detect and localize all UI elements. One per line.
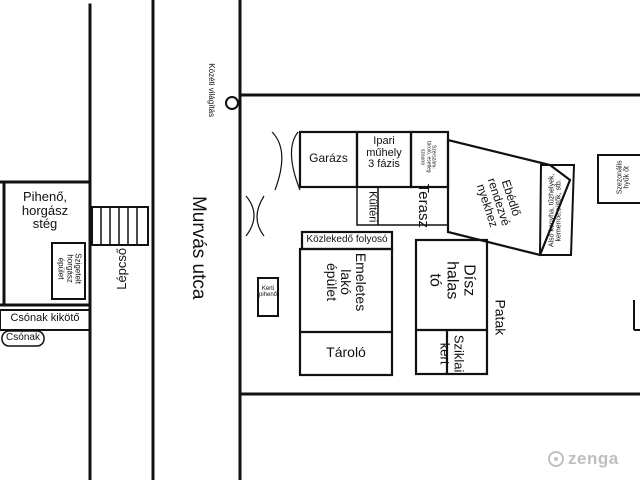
workshop-label: Ipari műhely 3 fázis (366, 135, 402, 171)
gate-bottom (245, 195, 265, 237)
rest-dock-label: Pihenő, horgász stég (21, 189, 69, 232)
gate-top (271, 131, 301, 191)
zenga-logo-icon (548, 451, 564, 467)
kitchen-label: Alsó konyha, tűzhelyek, kemence,sütők, s… (548, 173, 563, 248)
lighting-circle (225, 96, 239, 110)
fish-label: Sziklai kert (438, 334, 467, 373)
kulfoldi-label: Kültéri (366, 191, 379, 223)
far-right-label: Szezonális hyűk őt (616, 160, 631, 195)
boat-dock-box (0, 309, 91, 331)
zenga-brand-text: zenga (568, 449, 619, 468)
corridor-label: Közlekedő folyosó (306, 234, 388, 245)
garden-rest-box (257, 277, 279, 317)
boat-shape (1, 330, 45, 347)
garden-rest-label: Kerti pihenő (258, 286, 278, 299)
house-box (298, 247, 394, 377)
storage-label: Tároló (326, 344, 366, 360)
boat-dock-label: Csónak kikötő (10, 312, 80, 324)
far-right-building (597, 154, 640, 204)
house-label: Emeletes lakó épület (323, 252, 370, 312)
boat-label: Csónak (6, 332, 40, 343)
zenga-watermark: zenga (548, 449, 619, 469)
terrace-label: Terasz (414, 183, 432, 228)
street-label: Murvás utca (187, 195, 209, 300)
dining-outline (446, 138, 572, 257)
pond-box (414, 238, 489, 376)
creek-label: Patak (492, 299, 509, 336)
public-lighting-label: Közéti világítás (207, 63, 217, 118)
pond-label: Dísz halas tó (427, 261, 478, 300)
stairs-label: Lépcső (114, 247, 130, 290)
kitchen-outline (538, 164, 576, 256)
separate-building-label: Szigetelt horgász épület (56, 253, 83, 284)
separate-building-box (51, 242, 86, 300)
garage-label: Garázs (309, 151, 348, 165)
stairs-drawing (91, 206, 149, 246)
